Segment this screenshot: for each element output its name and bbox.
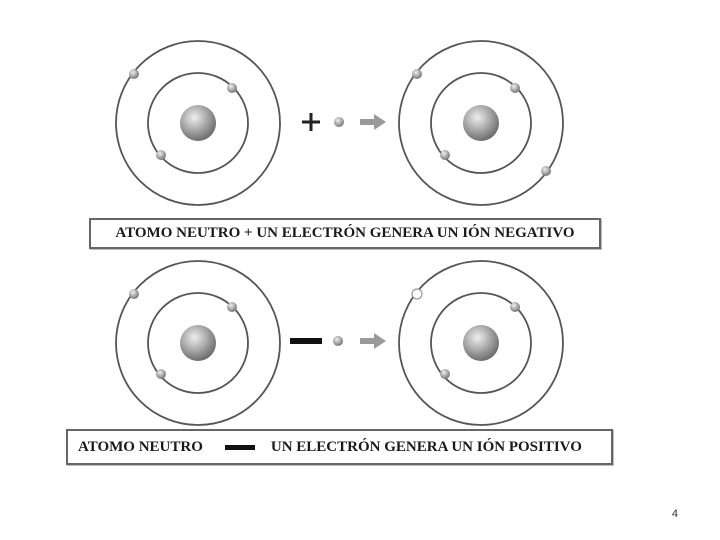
minus-operator <box>290 338 322 344</box>
negative-ion-caption: ATOMO NEUTRO + UN ELECTRÓN GENERA UN IÓN… <box>89 218 601 249</box>
electron <box>156 150 166 160</box>
electron <box>227 302 237 312</box>
nucleus <box>180 325 216 361</box>
plus-operator <box>302 113 320 131</box>
positive-ion-caption-left: ATOMO NEUTRO <box>78 439 203 456</box>
electron <box>510 302 520 312</box>
nucleus <box>463 325 499 361</box>
negative-ion-atom <box>399 41 563 205</box>
arrow-icon <box>360 114 386 130</box>
free-electron <box>333 336 343 346</box>
electron <box>227 83 237 93</box>
electron <box>129 289 139 299</box>
nucleus <box>180 105 216 141</box>
electron <box>440 150 450 160</box>
electron <box>440 369 450 379</box>
negative-ion-caption-text: ATOMO NEUTRO + UN ELECTRÓN GENERA UN IÓN… <box>115 225 574 242</box>
electron <box>156 369 166 379</box>
positive-ion-atom <box>399 261 563 425</box>
neutral-atom-top <box>116 41 280 205</box>
positive-ion-caption: ATOMO NEUTRO UN ELECTRÓN GENERA UN IÓN P… <box>66 429 613 465</box>
page-number: 4 <box>672 508 678 520</box>
electron-vacancy <box>412 289 422 299</box>
electron <box>541 166 551 176</box>
nucleus <box>463 105 499 141</box>
neutral-atom-bottom <box>116 261 280 425</box>
electron <box>412 69 422 79</box>
arrow-icon <box>360 333 386 349</box>
positive-ion-caption-right: UN ELECTRÓN GENERA UN IÓN POSITIVO <box>271 439 582 456</box>
electron <box>129 69 139 79</box>
electron <box>510 83 520 93</box>
minus-bar-icon <box>225 445 255 450</box>
free-electron <box>334 117 344 127</box>
